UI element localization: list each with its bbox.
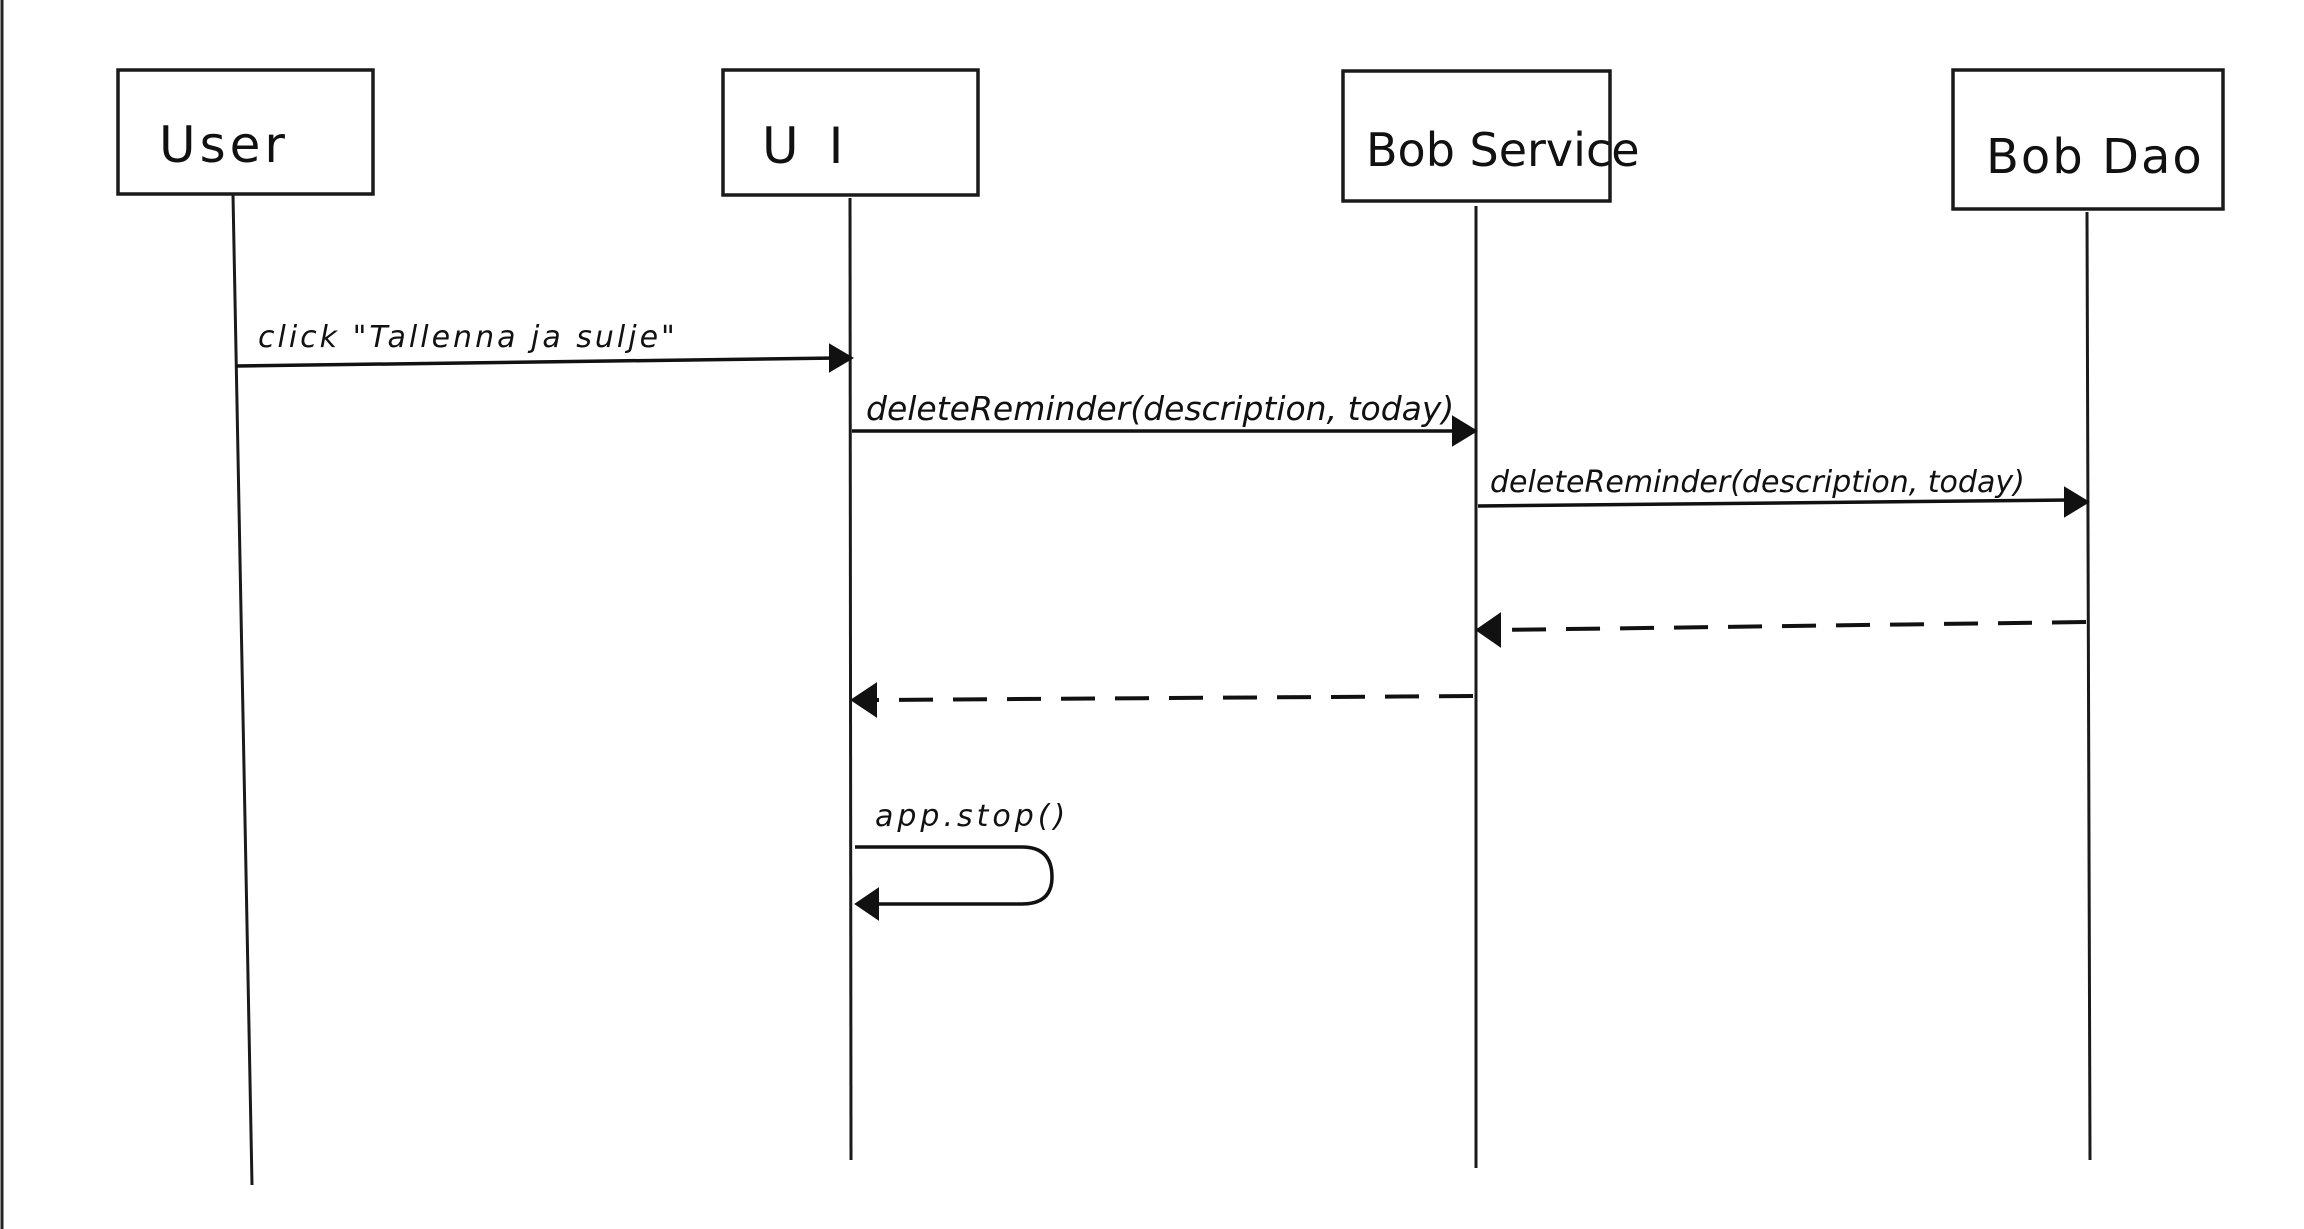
lifeline-ui — [848, 197, 853, 1161]
message-line — [235, 356, 839, 368]
return-line — [1495, 620, 2087, 632]
arrow-head — [1475, 612, 1501, 648]
arrow-head — [829, 343, 854, 373]
message-service-to-dao: deleteReminder(description, today) — [1477, 465, 2090, 518]
message-label: click "Tallenna ja sulje" — [258, 320, 678, 355]
participant-bob-service: Bob Service — [1341, 69, 1640, 203]
message-click: click "Tallenna ja sulje" — [235, 320, 854, 373]
participant-box — [721, 68, 980, 197]
participant-box — [1951, 68, 2225, 211]
return-service-to-ui — [850, 682, 1474, 718]
message-label: deleteReminder(description, today) — [866, 389, 1454, 428]
arrow-head — [2064, 486, 2090, 518]
participant-ui: UI — [721, 68, 980, 197]
message-line — [1477, 498, 2071, 508]
arrow-head — [850, 682, 877, 718]
message-label: deleteReminder(description, today) — [1490, 465, 2025, 500]
arrow-head — [1452, 415, 1478, 447]
participant-box — [116, 68, 375, 196]
self-call-loop — [855, 845, 1054, 906]
participant-user: User — [116, 68, 375, 196]
participant-box — [1341, 69, 1612, 203]
return-dao-to-service — [1475, 612, 2087, 648]
self-call-app-stop: app.stop() — [854, 799, 1069, 921]
arrow-head — [854, 887, 879, 921]
participant-label: Bob Service — [1366, 123, 1640, 177]
participant-bob-dao: Bob Dao — [1951, 68, 2225, 211]
lifeline-bob-dao — [2085, 211, 2092, 1161]
participant-label: UI — [762, 117, 873, 175]
participant-label: User — [159, 116, 289, 174]
participant-label: Bob Dao — [1986, 129, 2204, 185]
message-ui-to-service: deleteReminder(description, today) — [852, 389, 1478, 447]
message-label: app.stop() — [875, 799, 1069, 834]
return-line — [871, 694, 1474, 702]
lifeline-user — [231, 194, 254, 1186]
